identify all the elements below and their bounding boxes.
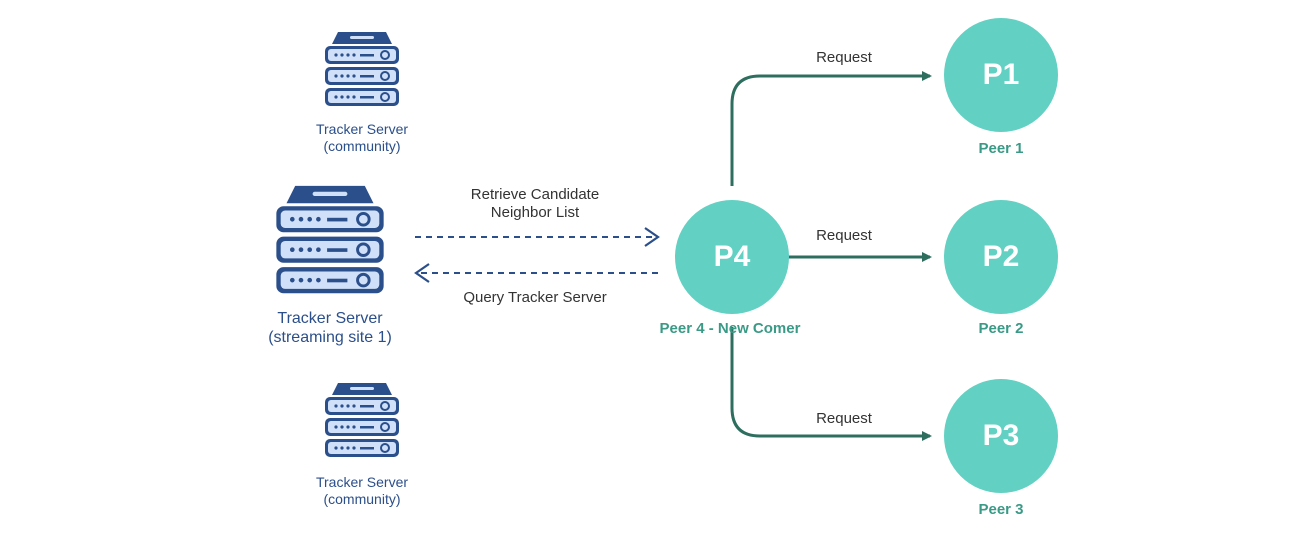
- peer-node-p4: [675, 200, 789, 314]
- retrieve-label-line: Neighbor List: [490, 204, 580, 221]
- peer-caption-p2: Peer 2: [978, 320, 1024, 337]
- server-label-line: (community): [323, 137, 401, 154]
- peer-name-p1: P1: [982, 58, 1020, 91]
- request-label-p2: Request: [816, 227, 872, 244]
- server-label-bottom: Tracker Server (community): [302, 474, 422, 508]
- peer-caption-p3: Peer 3: [978, 501, 1024, 518]
- server-label-line: Tracker Server: [315, 121, 409, 137]
- server-label-line: (streaming site 1): [268, 329, 392, 347]
- server-label-line: Tracker Server: [277, 310, 383, 327]
- request-arrow-p3: [730, 327, 932, 441]
- peer-name-p4: P4: [713, 240, 751, 273]
- peer-node-p3: [944, 379, 1058, 493]
- server-label-top: Tracker Server (community): [302, 121, 422, 155]
- server-icon: [323, 30, 401, 108]
- server-icon: [274, 184, 386, 295]
- server-label-middle: Tracker Server (streaming site 1): [250, 309, 410, 347]
- server-icon: [323, 381, 401, 459]
- query-arrow: [414, 263, 658, 283]
- retrieve-arrow: [415, 227, 660, 247]
- peer-caption-p1: Peer 1: [978, 140, 1024, 157]
- retrieve-label: Retrieve Candidate Neighbor List: [445, 186, 625, 222]
- query-label: Query Tracker Server: [463, 289, 607, 306]
- peer-name-p2: P2: [982, 240, 1020, 273]
- request-label-p3: Request: [816, 410, 872, 427]
- peer-caption-p4: Peer 4 - New Comer: [659, 320, 801, 337]
- peer-node-p2: [944, 200, 1058, 314]
- retrieve-label-line: Retrieve Candidate: [470, 186, 600, 203]
- server-label-line: Tracker Server: [315, 474, 409, 490]
- peer-name-p3: P3: [982, 419, 1020, 452]
- server-label-line: (community): [323, 490, 401, 507]
- peer-node-p1: [944, 18, 1058, 132]
- request-arrow-p1: [730, 71, 932, 186]
- request-label-p1: Request: [816, 49, 872, 66]
